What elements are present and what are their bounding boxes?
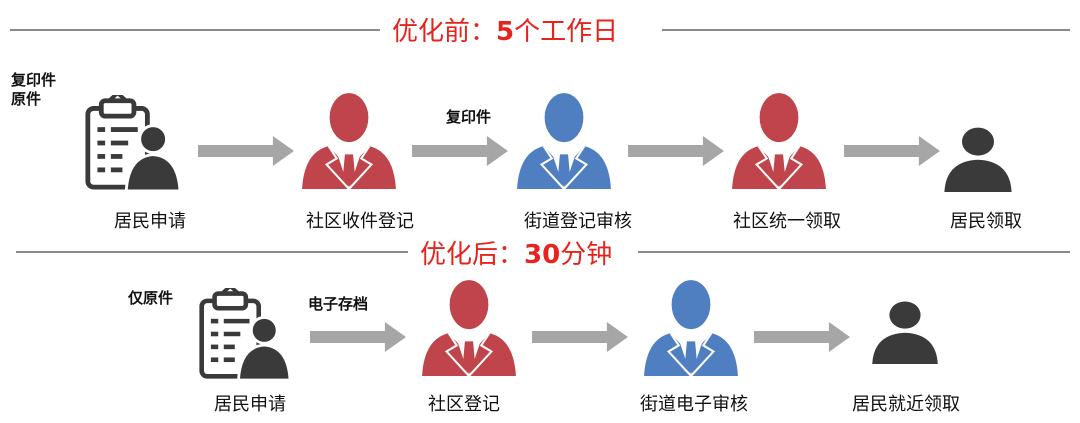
red-official-icon xyxy=(418,273,520,377)
arrow-right-icon xyxy=(754,322,850,352)
after-arrow-note: 电子存档 xyxy=(308,295,369,313)
divider-after-right xyxy=(638,251,1070,253)
divider-after-left xyxy=(16,251,408,253)
after-step-label: 居民就近领取 xyxy=(852,394,960,415)
before-note-copy: 复印件 xyxy=(11,71,57,89)
before-step-label: 街道登记审核 xyxy=(524,211,632,232)
before-heading: 优化前：5个工作日 xyxy=(392,11,618,48)
after-note-original-only: 仅原件 xyxy=(128,289,174,307)
before-heading-unit: 个工作日 xyxy=(514,17,619,47)
resident-icon xyxy=(866,296,944,364)
before-step-label: 居民领取 xyxy=(950,211,1022,232)
before-step-label: 居民申请 xyxy=(114,211,186,232)
after-heading-unit: 分钟 xyxy=(560,240,613,270)
before-heading-text: 优化前： xyxy=(392,17,497,47)
arrow-right-icon xyxy=(532,322,628,352)
after-heading: 优化后：30分钟 xyxy=(420,234,612,271)
arrow-right-icon xyxy=(198,136,294,166)
clipboard-person-icon xyxy=(82,95,182,191)
after-heading-text: 优化后： xyxy=(420,240,525,270)
before-note-original: 原件 xyxy=(11,90,42,108)
after-heading-num: 30 xyxy=(524,240,561,270)
blue-official-icon xyxy=(513,86,615,190)
divider-before-left xyxy=(10,29,380,31)
before-step-label: 社区统一领取 xyxy=(733,211,841,232)
divider-before-right xyxy=(662,29,1070,31)
blue-official-icon xyxy=(640,273,742,377)
red-official-icon xyxy=(298,86,400,190)
before-step-label: 社区收件登记 xyxy=(306,211,414,232)
arrow-right-icon xyxy=(310,322,406,352)
after-step-label: 社区登记 xyxy=(428,394,500,415)
arrow-right-icon xyxy=(844,136,940,166)
after-step-label: 街道电子审核 xyxy=(640,394,748,415)
clipboard-person-icon xyxy=(194,288,294,380)
arrow-right-icon xyxy=(412,136,508,166)
red-official-icon xyxy=(728,86,830,190)
resident-icon xyxy=(938,122,1018,192)
after-step-label: 居民申请 xyxy=(214,394,286,415)
arrow-right-icon xyxy=(628,136,724,166)
before-heading-num: 5 xyxy=(496,17,515,47)
before-arrow-note: 复印件 xyxy=(446,108,492,126)
